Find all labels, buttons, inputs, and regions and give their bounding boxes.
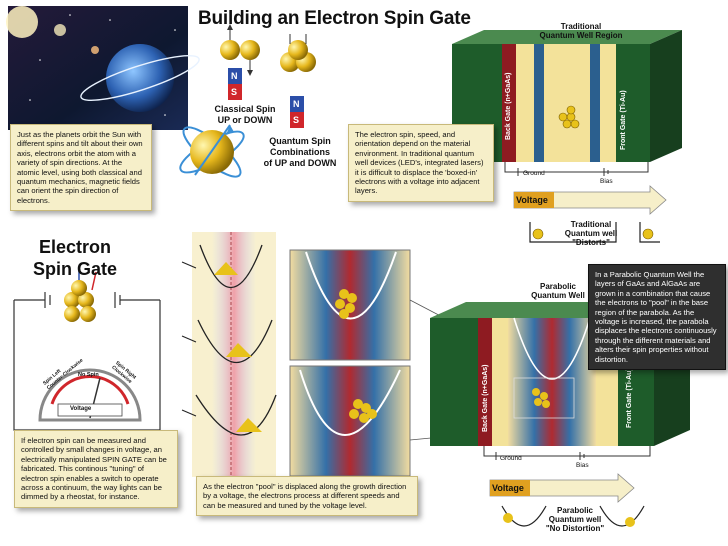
bias-label-top: Bias xyxy=(600,178,613,185)
caption-pool: As the electron "pool" is displaced alon… xyxy=(196,476,418,517)
trad-distorts-line2: Quantum well xyxy=(564,229,618,238)
caption-parabolic: In a Parabolic Quantum Well the layers o… xyxy=(588,264,726,371)
magnet-n-label-2: N xyxy=(293,99,300,109)
quantum-spin-line2: Combinations xyxy=(270,147,330,157)
traditional-region-line2: Quantum Well Region xyxy=(539,31,623,40)
quantum-spin-icon xyxy=(280,34,316,128)
para-nodist-line3: "No Distortion" xyxy=(545,524,605,533)
classical-spin-label: Classical Spin UP or DOWN xyxy=(200,104,290,126)
classical-spin-line1: Classical Spin xyxy=(214,104,276,114)
voltage-label-top: Voltage xyxy=(516,195,548,205)
quantum-spin-line3: of UP and DOWN xyxy=(263,158,337,168)
parabolic-well-line2: Quantum Well xyxy=(531,291,585,300)
trad-distorts-label: Traditional Quantum well "Distorts" xyxy=(552,220,630,247)
back-gate-label-bottom: Back Gate (n+GaAs) xyxy=(482,364,489,433)
para-nodist-line2: Quantum well xyxy=(548,515,602,524)
no-distortion-well-icon xyxy=(501,505,645,527)
para-nodist-label: Parabolic Quantum well "No Distortion" xyxy=(532,506,618,533)
ground-label-bottom: Ground xyxy=(500,455,522,462)
bias-label-bottom: Bias xyxy=(576,462,589,469)
front-gate-label-bottom: Front Gate (Ti-Au) xyxy=(626,368,633,428)
potential-diagram xyxy=(181,232,277,477)
section-title-line2: Spin Gate xyxy=(32,259,117,279)
meter-mid-label: No Spin xyxy=(78,372,99,378)
distorted-well-icon xyxy=(529,222,660,243)
front-gate-label-top: Front Gate (Ti-Au) xyxy=(620,90,627,150)
magnet-s-label-2: S xyxy=(293,115,300,125)
back-gate-label-top: Back Gate (n+GaAs) xyxy=(505,72,512,141)
trad-distorts-line1: Traditional xyxy=(570,220,612,229)
parabolic-well-label: Parabolic Quantum Well xyxy=(520,282,596,300)
electron-cluster-icon xyxy=(558,105,580,129)
traditional-region-line1: Traditional xyxy=(560,22,602,31)
caption-gate: If electron spin can be measured and con… xyxy=(14,430,178,508)
traditional-region-label: Traditional Quantum Well Region xyxy=(516,22,646,40)
caption-planets: Just as the planets orbit the Sun with d… xyxy=(10,124,152,212)
section-title: Electron Spin Gate xyxy=(20,236,130,280)
classical-spin-line2: UP or DOWN xyxy=(217,115,273,125)
quantum-spin-label: Quantum Spin Combinations of UP and DOWN xyxy=(250,136,350,169)
spin-gate-atom-icon xyxy=(64,266,97,322)
para-nodist-line1: Parabolic xyxy=(556,506,593,515)
closeup-panel-bottom xyxy=(289,365,411,477)
voltage-arrow-bottom xyxy=(489,473,635,503)
section-title-line1: Electron xyxy=(38,237,112,257)
magnet-n-label: N xyxy=(231,71,238,81)
circuit-wire-bottom xyxy=(483,446,651,460)
parabolic-well-line1: Parabolic xyxy=(539,282,576,291)
closeup-panel-top xyxy=(289,249,411,361)
page-title: Building an Electron Spin Gate xyxy=(198,8,471,29)
classical-spin-icon xyxy=(220,24,260,100)
sun-glow-icon xyxy=(6,6,38,38)
atom-icon xyxy=(179,124,245,178)
voltage-meter-icon xyxy=(38,368,142,422)
circuit-wire-top xyxy=(504,162,649,176)
quantum-spin-line1: Quantum Spin xyxy=(269,136,331,146)
caption-material: The electron spin, speed, and orientatio… xyxy=(348,124,494,202)
trad-distorts-line3: "Distorts" xyxy=(572,238,610,247)
voltage-arrow-top xyxy=(513,185,667,215)
ground-label-top: Ground xyxy=(523,170,545,177)
voltage-label-bottom: Voltage xyxy=(492,483,524,493)
meter-voltage-label: Voltage xyxy=(70,406,92,412)
earth-icon xyxy=(106,44,174,112)
magnet-s-label: S xyxy=(231,87,238,97)
